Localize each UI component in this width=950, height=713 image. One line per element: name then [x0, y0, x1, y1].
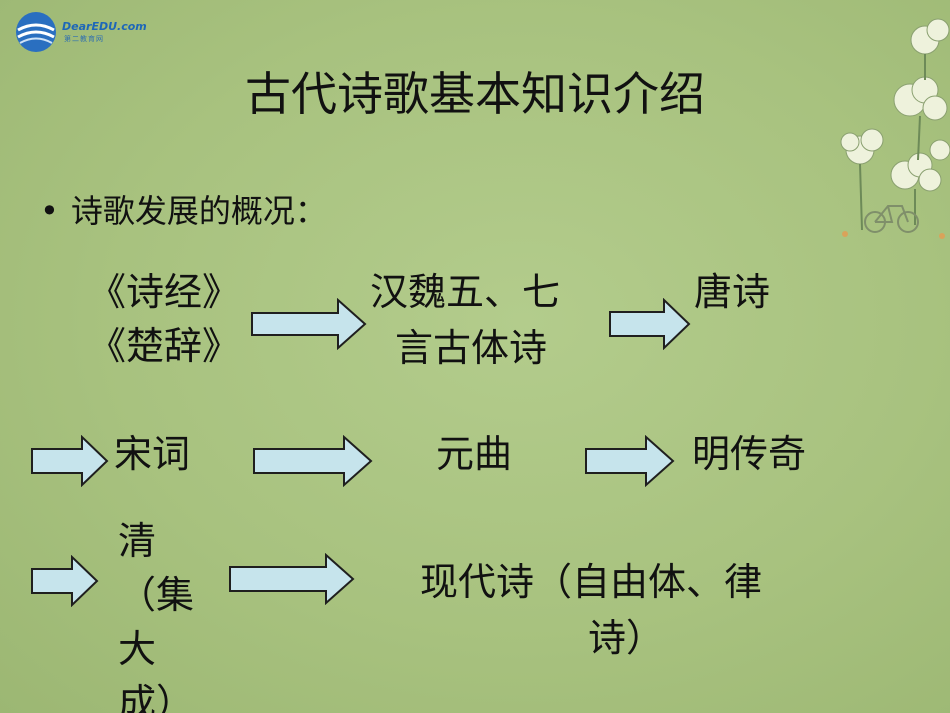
node-qing: 清（集大成）: [118, 519, 195, 713]
node-yuanqu: 元曲: [436, 432, 513, 476]
logo-subtitle: 第二教育网: [64, 35, 104, 43]
node-hanwei-line1: 汉魏五、七: [370, 270, 561, 314]
slide-title: 古代诗歌基本知识介绍: [245, 67, 705, 121]
right-arrow-icon: [229, 553, 355, 605]
right-arrow-icon: [585, 435, 675, 487]
logo-name: DearEDU.com: [62, 20, 147, 33]
right-arrow-icon: [609, 298, 691, 350]
bullet-text: 诗歌发展的概况：: [70, 192, 327, 230]
dearedu-logo: DearEDU.com 第二教育网: [14, 10, 154, 56]
tree-bicycle-decoration-icon: [840, 18, 950, 239]
node-shijing: 《诗经》: [88, 270, 241, 314]
bullet-point: • 诗歌发展的概况：: [40, 186, 327, 232]
node-mingchuanqi: 明传奇: [692, 432, 807, 476]
right-arrow-icon: [31, 435, 109, 487]
right-arrow-icon: [251, 298, 367, 350]
globe-logo-icon: [16, 12, 56, 52]
node-xiandai-line1: 现代诗（自由体、律: [420, 560, 763, 604]
node-tangshi: 唐诗: [694, 270, 771, 314]
right-arrow-icon: [253, 435, 373, 487]
node-hanwei-line2: 言古体诗: [395, 326, 548, 370]
bullet-marker: •: [40, 192, 59, 230]
node-chuci: 《楚辞》: [88, 324, 241, 368]
right-arrow-icon: [31, 555, 99, 607]
node-xiandai-line2: 诗）: [588, 616, 665, 660]
node-songci: 宋词: [114, 432, 191, 476]
